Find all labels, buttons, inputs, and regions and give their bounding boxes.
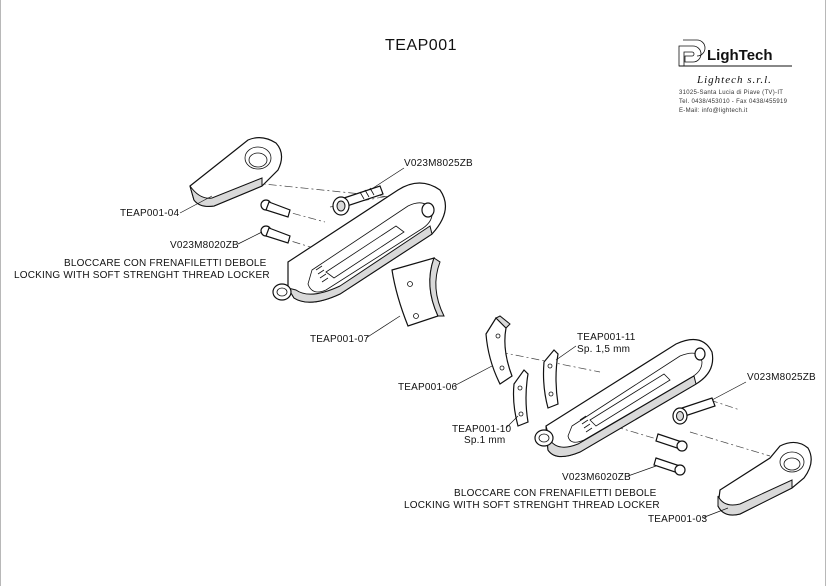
leader-line (365, 315, 401, 339)
drawing-title: TEAP001 (385, 37, 457, 54)
leader-line (701, 507, 729, 519)
logo-brand-text: LighTech (707, 47, 773, 64)
label-teap001-03: TEAP001-03 (648, 514, 707, 525)
leader-line (627, 465, 657, 477)
part-v023m8025zb-right (672, 397, 716, 425)
part-teap001-07 (391, 257, 445, 327)
note-bloccare-top: BLOCCARE CON FRENAFILETTI DEBOLE (64, 258, 267, 269)
company-address: 31025-Santa Lucia di Piave (TV)-IT (679, 90, 783, 96)
label-v023m8025zb-top: V023M8025ZB (404, 158, 473, 169)
label-teap001-04: TEAP001-04 (120, 208, 179, 219)
logo-mark-outer-icon (683, 39, 706, 57)
leader-line (453, 365, 493, 387)
label-v023m8025zb-right: V023M8025ZB (747, 372, 816, 383)
lightech-logo: LighTech (678, 39, 792, 67)
leader-line (555, 345, 577, 361)
axis-line (599, 421, 661, 441)
leader-line (179, 195, 213, 214)
part-teap001-10 (512, 369, 529, 427)
part-v023m8025zb-top (332, 185, 384, 216)
company-email: E-Mail: info@lightech.it (679, 108, 748, 114)
part-v023m8020zb-screws (260, 199, 291, 244)
label-teap001-10-thickness: Sp.1 mm (464, 435, 505, 446)
leader-line (711, 381, 747, 401)
label-v023m8020zb: V023M8020ZB (170, 240, 239, 251)
leader-line (505, 415, 519, 429)
label-teap001-11-thickness: Sp. 1,5 mm (577, 344, 630, 355)
label-teap001-07: TEAP001-07 (310, 334, 369, 345)
label-v023m6020zb: V023M6020ZB (562, 472, 631, 483)
label-teap001-06: TEAP001-06 (398, 382, 457, 393)
part-v023m6020zb-screws (653, 433, 688, 476)
leader-line (237, 231, 263, 245)
label-teap001-10: TEAP001-10 (452, 424, 511, 435)
note-bloccare-bottom: BLOCCARE CON FRENAFILETTI DEBOLE (454, 488, 657, 499)
part-teap001-04 (189, 137, 283, 207)
logo-mark-icon (678, 45, 702, 67)
label-teap001-11: TEAP001-11 (577, 332, 636, 343)
company-phone: Tel. 0438/453010 - Fax 0438/455919 (679, 99, 788, 105)
part-main-bracket-upper (272, 182, 447, 303)
part-teap001-11 (542, 349, 559, 409)
axis-line (261, 204, 326, 223)
part-teap001-06 (485, 315, 513, 385)
note-locking-top: LOCKING WITH SOFT STRENGHT THREAD LOCKER (14, 270, 270, 281)
axis-line (689, 431, 771, 457)
leader-line (369, 167, 405, 191)
part-teap001-03 (717, 441, 812, 516)
company-name: Lightech s.r.l. (696, 74, 772, 86)
part-main-bracket-lower (534, 338, 714, 458)
axis-line (709, 399, 741, 411)
note-locking-bottom: LOCKING WITH SOFT STRENGHT THREAD LOCKER (404, 500, 660, 511)
